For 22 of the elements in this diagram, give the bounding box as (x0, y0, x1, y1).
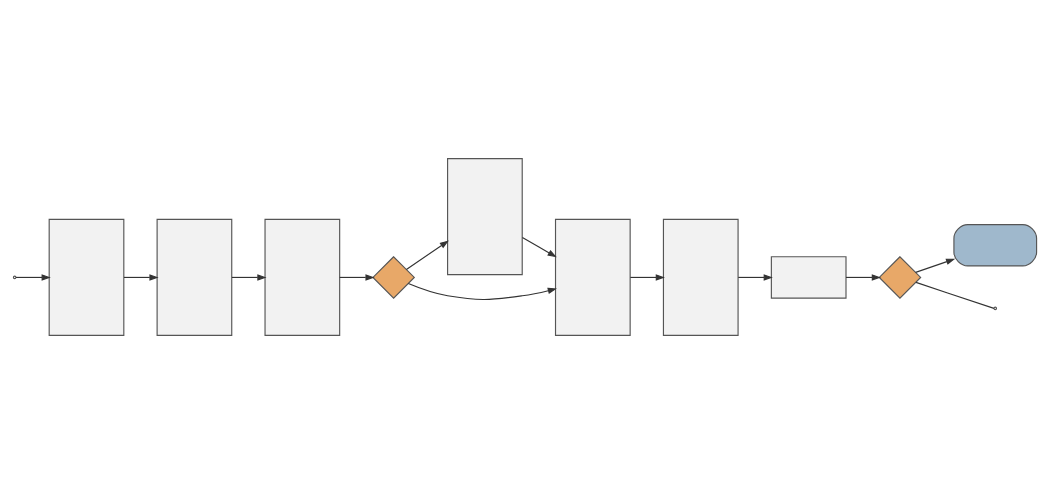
arrow (915, 258, 956, 273)
arrow (405, 239, 449, 270)
node-box (48, 218, 125, 336)
node-box (264, 218, 341, 336)
arrow (231, 273, 267, 281)
arrow (407, 282, 557, 300)
arrow (845, 273, 881, 281)
arrow (339, 273, 375, 281)
node-box (770, 255, 847, 299)
arrow (629, 273, 665, 281)
node-box (662, 218, 739, 336)
arrow (737, 273, 773, 281)
node-box (156, 218, 233, 336)
node-box (554, 218, 631, 336)
node-diamond (878, 255, 922, 299)
connector (915, 281, 995, 309)
arrow (123, 273, 159, 281)
node-diamond (372, 255, 416, 299)
arrow (521, 236, 557, 257)
arrow (15, 273, 51, 281)
node-box (953, 223, 1038, 266)
node-box (447, 157, 523, 275)
